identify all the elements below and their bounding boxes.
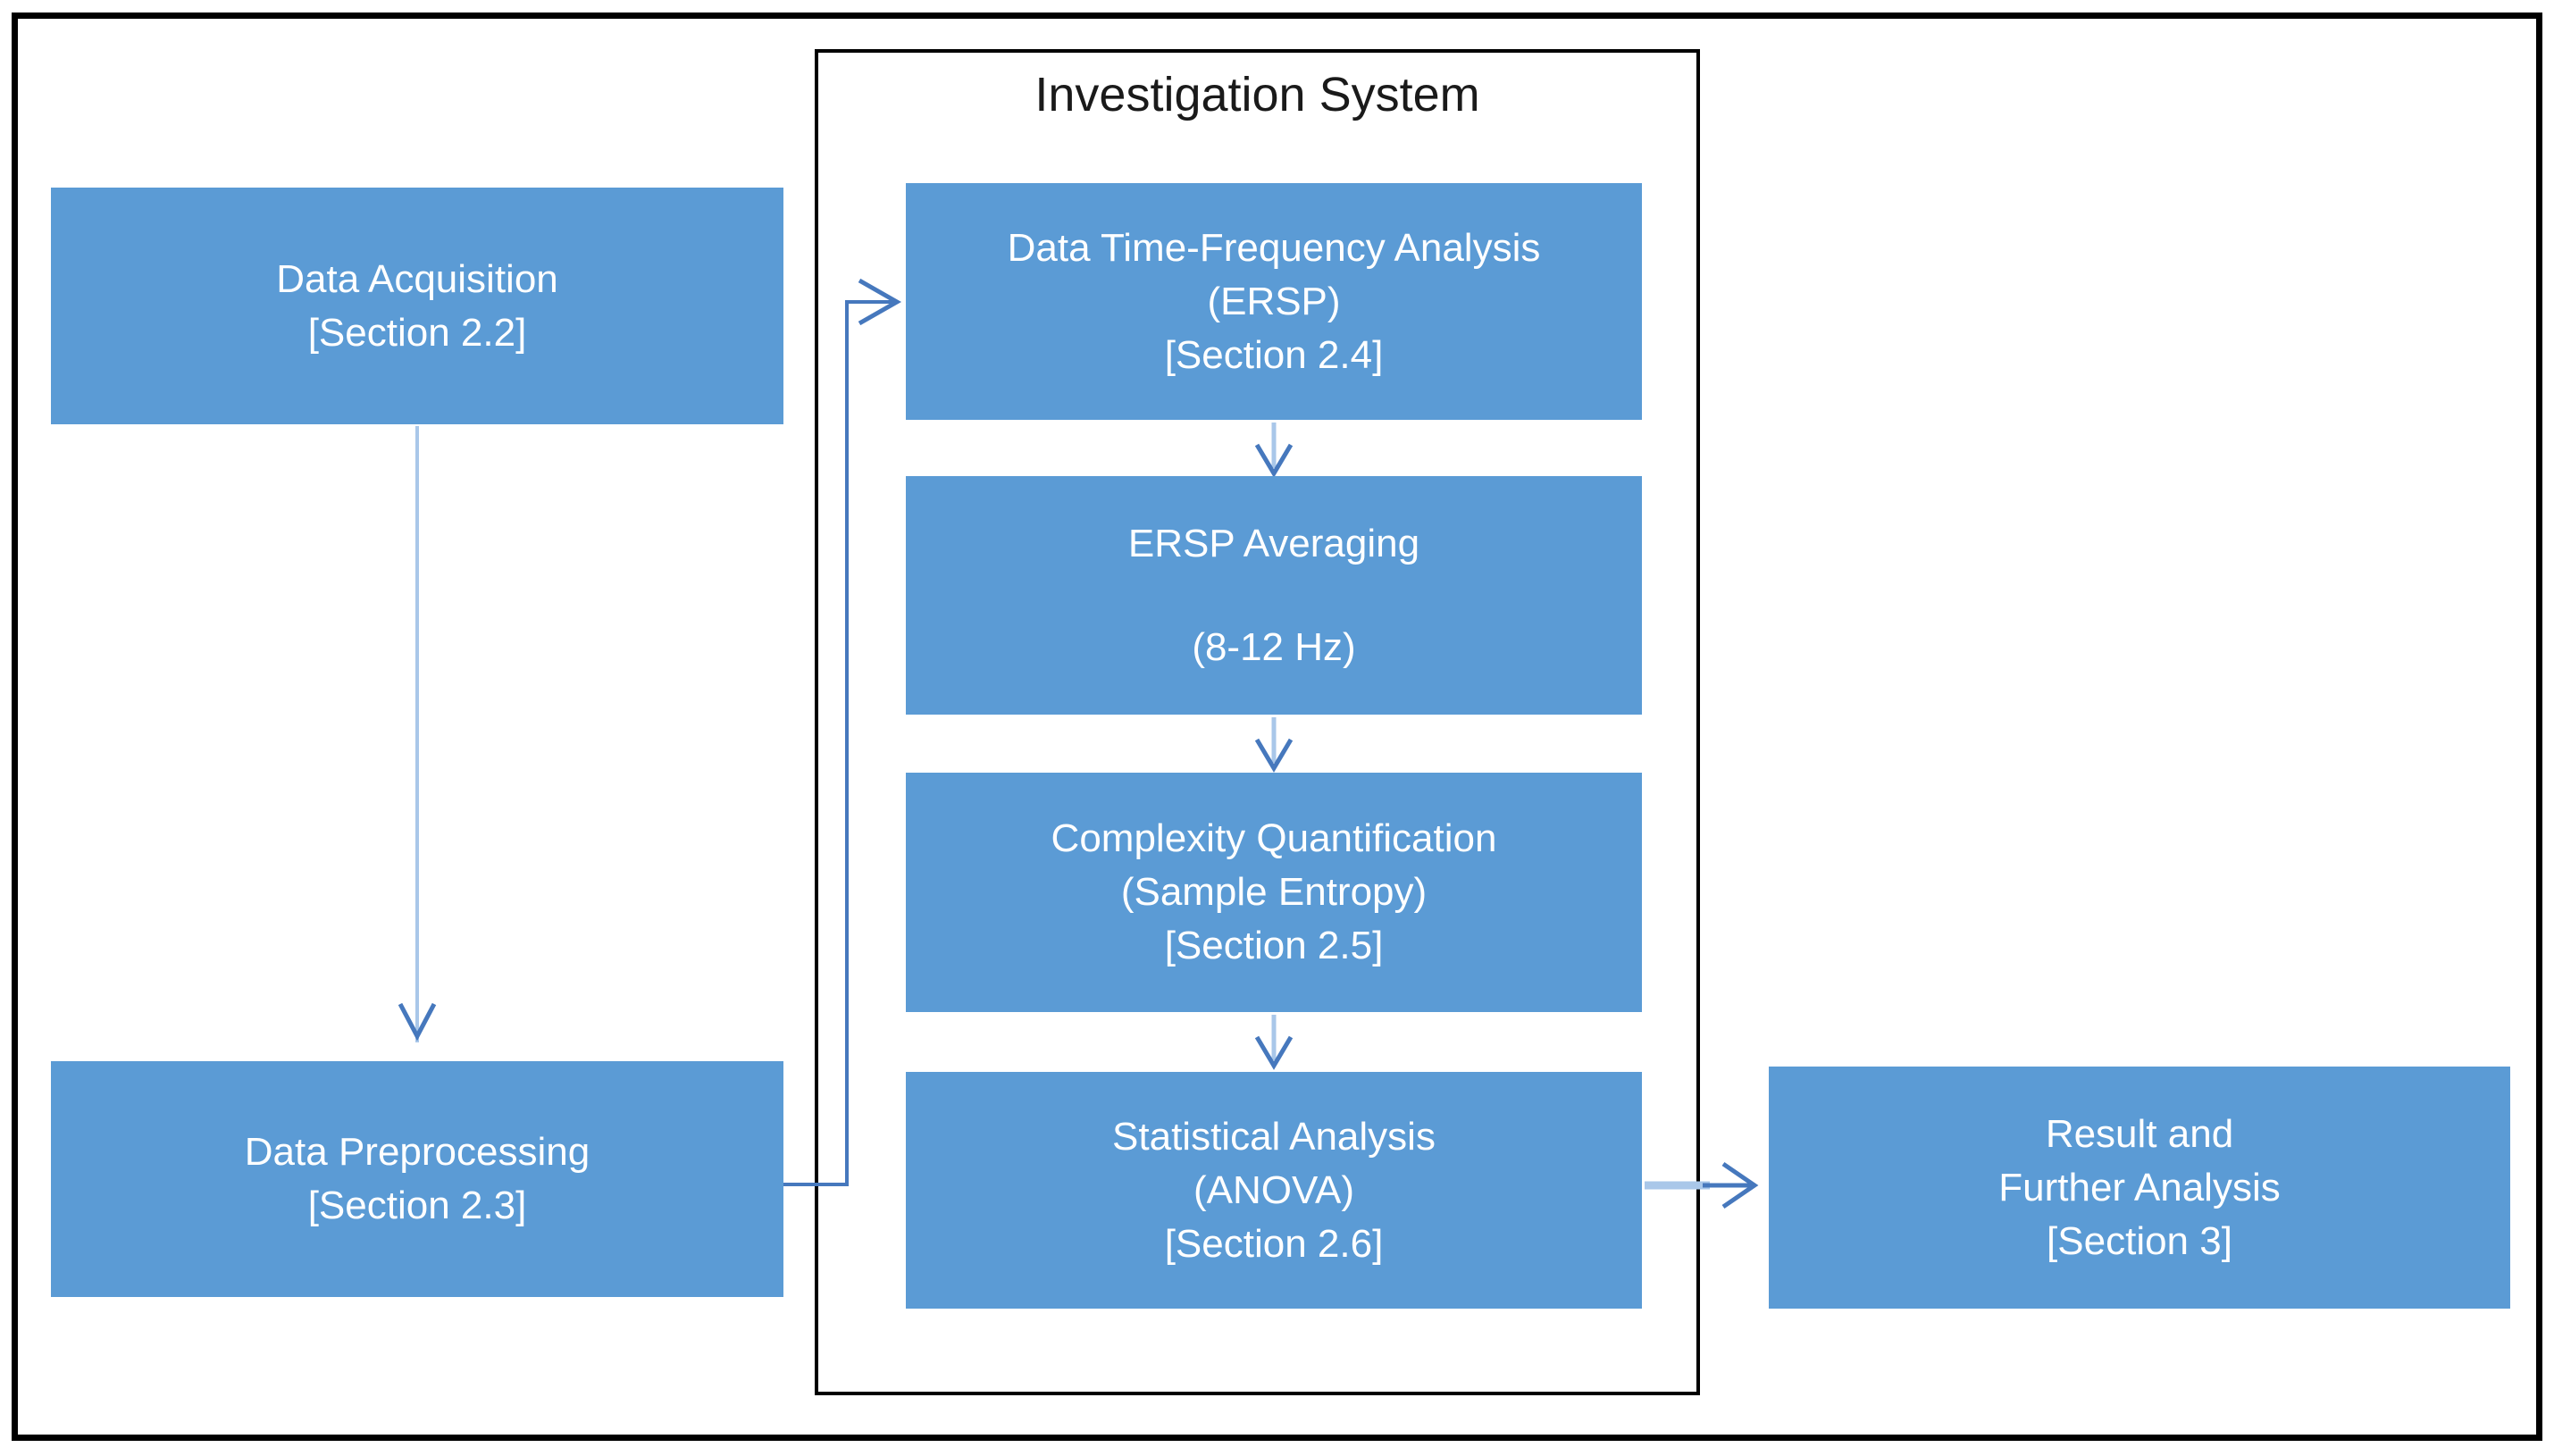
node-section-line: [Section 2.5]: [1164, 924, 1384, 967]
node-section-line: [Section 2.2]: [307, 310, 527, 355]
node-label-line: Statistical Analysis: [1112, 1114, 1436, 1159]
arrow-preprocessing-to-tf-analysis: [783, 278, 902, 1186]
node-ersp-averaging: ERSP Averaging (8-12 Hz): [906, 476, 1642, 715]
arrow-ersp-averaging-to-complexity: [1254, 717, 1294, 773]
node-label-line: Result and: [2045, 1111, 2234, 1156]
node-section-line: [Section 3]: [2047, 1218, 2232, 1263]
investigation-system-container: Investigation System: [815, 49, 1700, 1395]
node-label-line: ERSP Averaging: [1127, 521, 1420, 565]
node-method-line: (ERSP): [1207, 279, 1341, 323]
node-complexity-quantification: Complexity Quantification (Sample Entrop…: [906, 773, 1642, 1012]
arrow-acquisition-to-preprocessing: [398, 426, 437, 1042]
node-result-further-analysis: Result and Further Analysis [Section 3]: [1769, 1067, 2510, 1309]
arrow-complexity-to-statistical: [1254, 1015, 1294, 1070]
node-section-line: [Section 2.3]: [307, 1184, 527, 1227]
arrow-statistical-to-result: [1645, 1161, 1759, 1209]
node-section-line: [Section 2.4]: [1164, 332, 1384, 377]
node-time-frequency-analysis: Data Time-Frequency Analysis (ERSP) [Sec…: [906, 183, 1642, 420]
node-data-preprocessing: Data Preprocessing [Section 2.3]: [51, 1061, 783, 1297]
node-label-line: Complexity Quantification: [1051, 816, 1497, 860]
node-label-line: Further Analysis: [1998, 1165, 2281, 1209]
arrow-tf-analysis-to-ersp-averaging: [1254, 423, 1294, 478]
investigation-system-title: Investigation System: [1034, 68, 1480, 121]
outer-frame: [12, 13, 2542, 1441]
node-band-line: (8-12 Hz): [1192, 624, 1356, 669]
node-method-line: (Sample Entropy): [1120, 870, 1428, 914]
node-label-line: Data Acquisition: [276, 256, 558, 301]
node-data-acquisition: Data Acquisition [Section 2.2]: [51, 188, 783, 424]
node-statistical-analysis: Statistical Analysis (ANOVA) [Section 2.…: [906, 1072, 1642, 1309]
node-section-line: [Section 2.6]: [1164, 1221, 1384, 1266]
node-label-line: Data Time-Frequency Analysis: [1007, 225, 1541, 270]
node-label-line: Data Preprocessing: [244, 1130, 590, 1174]
node-method-line: (ANOVA): [1193, 1167, 1355, 1212]
